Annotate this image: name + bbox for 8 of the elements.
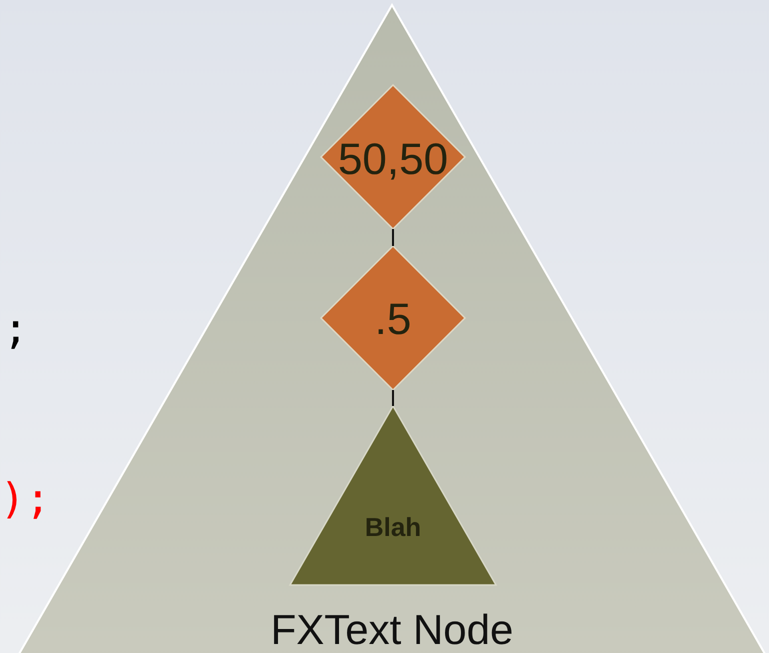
node-label: 50,50 xyxy=(338,138,448,182)
connector-line xyxy=(392,390,394,406)
node-label: Blah xyxy=(364,514,422,540)
node-label: FXText Node xyxy=(270,609,514,651)
connector-line xyxy=(392,229,394,246)
code-text: ; xyxy=(3,308,28,350)
node-label: .5 xyxy=(374,298,412,342)
code-text: ); xyxy=(0,478,51,520)
